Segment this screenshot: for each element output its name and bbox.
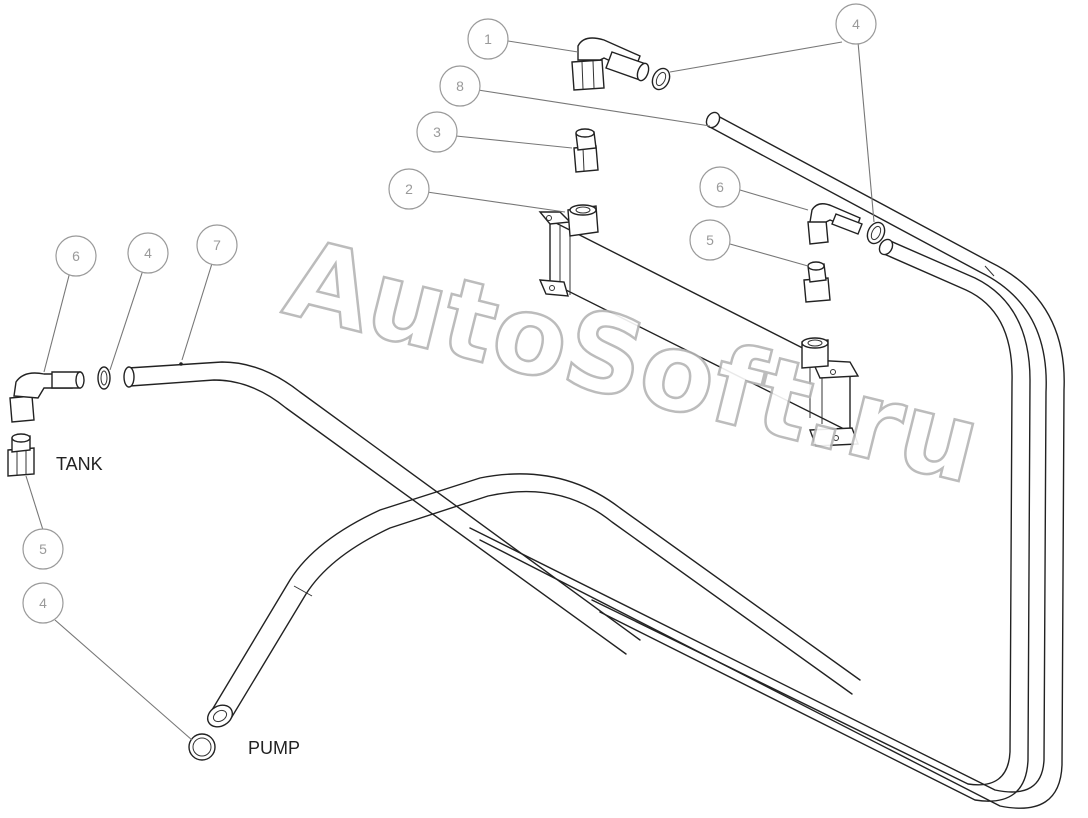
balloon-8: 8: [439, 65, 481, 107]
svg-text:5: 5: [39, 541, 47, 557]
balloon-4-pump: 4: [22, 582, 64, 624]
o-ring-4-right: [866, 221, 886, 245]
tank-label: TANK: [56, 454, 103, 474]
elbow-fitting-1: [571, 37, 650, 91]
balloon-3: 3: [416, 111, 458, 153]
svg-text:2: 2: [405, 181, 413, 197]
elbow-fitting-6-right: [807, 203, 863, 245]
hose-7: [123, 361, 641, 655]
elbow-fitting-6-left: [9, 371, 85, 423]
svg-text:8: 8: [456, 78, 464, 94]
svg-text:4: 4: [852, 16, 860, 32]
balloon-1: 1: [467, 18, 509, 60]
balloon-2: 2: [388, 168, 430, 210]
balloon-6-left: 6: [55, 235, 97, 277]
svg-text:6: 6: [716, 179, 724, 195]
svg-text:1: 1: [484, 31, 492, 47]
svg-text:4: 4: [39, 595, 47, 611]
svg-text:6: 6: [72, 248, 80, 264]
o-ring-4-top: [651, 67, 671, 91]
hose-pump: [206, 473, 861, 728]
svg-text:5: 5: [706, 232, 714, 248]
balloon-4-top: 4: [835, 3, 877, 45]
balloon-5-right: 5: [689, 219, 731, 261]
adapter-5-right: [803, 261, 831, 303]
watermark: AutoSoft.ru: [274, 216, 991, 509]
oil-cooler: [538, 204, 860, 447]
leader-lines: [25, 40, 875, 741]
adapter-5-left: [7, 433, 35, 477]
hose-8: [469, 111, 1065, 809]
hose-cooler-return: [591, 238, 1031, 802]
balloon-7: 7: [196, 224, 238, 266]
svg-text:3: 3: [433, 124, 441, 140]
pump-label: PUMP: [248, 738, 300, 758]
svg-text:4: 4: [144, 245, 152, 261]
o-ring-4-pump: [188, 733, 216, 761]
adapter-3: [573, 128, 599, 173]
balloon-6-right: 6: [699, 166, 741, 208]
balloon-4-left: 4: [127, 232, 169, 274]
svg-text:7: 7: [213, 237, 221, 253]
o-ring-4-left: [97, 366, 111, 390]
balloon-5-left: 5: [22, 528, 64, 570]
